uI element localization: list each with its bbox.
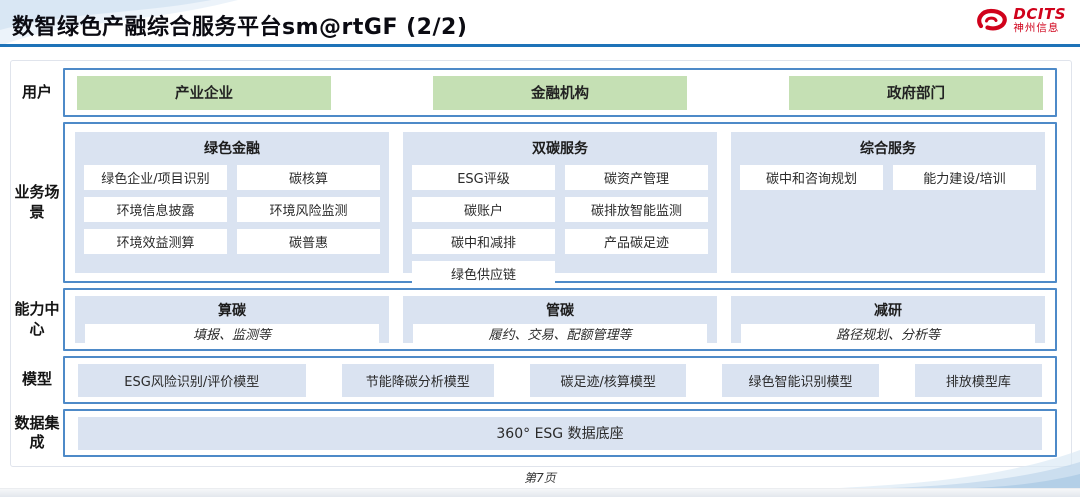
- scenario-item: 绿色企业/项目识别: [84, 165, 227, 190]
- model-item: ESG风险识别/评价模型: [78, 363, 306, 397]
- scenario-items-grid: 碳中和咨询规划 能力建设/培训: [740, 165, 1036, 190]
- scenarios-row: 业务场景 绿色金融 绿色企业/项目识别 碳核算 环境信息披露 环境风险监测 环境…: [11, 122, 1057, 286]
- scenario-item: 碳中和咨询规划: [740, 165, 883, 190]
- scenario-column-title: 绿色金融: [204, 141, 260, 157]
- data-foundation-item: 360° ESG 数据底座: [78, 416, 1042, 450]
- user-item-industry: 产业企业: [77, 75, 332, 110]
- scenario-item: 环境风险监测: [237, 197, 380, 222]
- page-number: 第7页: [524, 471, 556, 485]
- scenarios-row-box: 绿色金融 绿色企业/项目识别 碳核算 环境信息披露 环境风险监测 环境效益测算 …: [63, 122, 1057, 286]
- users-row-label: 用户: [21, 82, 52, 101]
- slide-header: 数智绿色产融综合服务平台sm@rtGF (2/2) DCITS 神州信息: [0, 0, 1080, 47]
- dcits-logo: DCITS 神州信息: [974, 5, 1066, 34]
- scenario-column-comprehensive: 综合服务 碳中和咨询规划 能力建设/培训: [731, 132, 1045, 273]
- models-row-label: 模型: [21, 370, 52, 389]
- scenario-item: 绿色供应链: [412, 261, 555, 286]
- capability-title: 管碳: [546, 303, 574, 319]
- dcits-swirl-icon: [977, 8, 1008, 31]
- models-row: 模型 ESG风险识别/评价模型 节能降碳分析模型 碳足迹/核算模型 绿色智能识别…: [11, 356, 1057, 404]
- scenario-column-green-finance: 绿色金融 绿色企业/项目识别 碳核算 环境信息披露 环境风险监测 环境效益测算 …: [75, 132, 389, 273]
- scenario-column-dual-carbon: 双碳服务 ESG评级 碳资产管理 碳账户 碳排放智能监测 碳中和减排 产品碳足迹…: [403, 132, 717, 286]
- logo-brand: DCITS: [1013, 5, 1066, 24]
- scenario-item: 产品碳足迹: [565, 229, 708, 254]
- title-underline: [0, 44, 1080, 47]
- users-row-box: 产业企业 金融机构 政府部门: [63, 68, 1057, 117]
- capability-desc: 路径规划、分析等: [741, 324, 1035, 343]
- scenario-item: 碳核算: [237, 165, 380, 190]
- user-item-finance: 金融机构: [432, 75, 688, 110]
- model-item: 碳足迹/核算模型: [530, 363, 687, 397]
- scenario-item: 环境效益测算: [84, 229, 227, 254]
- scenario-item: 环境信息披露: [84, 197, 227, 222]
- scenario-item: 能力建设/培训: [893, 165, 1036, 190]
- logo-text: DCITS 神州信息: [1013, 5, 1066, 34]
- data-integration-row-label: 数据集成: [14, 413, 60, 452]
- capability-manage-carbon: 管碳 履约、交易、配额管理等: [403, 296, 717, 343]
- capability-calc-carbon: 算碳 填报、监测等: [75, 296, 389, 343]
- capability-reduction-research: 减研 路径规划、分析等: [731, 296, 1045, 343]
- scenario-item: ESG评级: [412, 165, 555, 190]
- scenario-item: 碳账户: [412, 197, 555, 222]
- scenario-item: 碳普惠: [237, 229, 380, 254]
- scenario-column-title: 双碳服务: [532, 141, 588, 157]
- scenario-column-title: 综合服务: [860, 141, 916, 157]
- page-title: 数智绿色产融综合服务平台sm@rtGF (2/2): [12, 15, 468, 40]
- architecture-diagram: 用户 产业企业 金融机构 政府部门 业务场景 绿色金融 绿色企业/项目识别 碳核…: [10, 60, 1072, 467]
- capabilities-row-label: 能力中心: [14, 300, 60, 338]
- model-item: 绿色智能识别模型: [722, 363, 879, 397]
- scenario-item: 碳资产管理: [565, 165, 708, 190]
- data-integration-row: 数据集成 360° ESG 数据底座: [11, 409, 1057, 457]
- bottom-strip: [0, 488, 1080, 497]
- scenarios-row-label: 业务场景: [14, 183, 60, 221]
- user-item-government: 政府部门: [788, 75, 1043, 110]
- scenario-items-grid: 绿色企业/项目识别 碳核算 环境信息披露 环境风险监测 环境效益测算 碳普惠: [84, 165, 380, 254]
- scenario-items-grid: ESG评级 碳资产管理 碳账户 碳排放智能监测 碳中和减排 产品碳足迹 绿色供应…: [412, 165, 708, 286]
- model-item: 节能降碳分析模型: [341, 363, 494, 397]
- scenario-item: 碳中和减排: [412, 229, 555, 254]
- scenario-item: 碳排放智能监测: [565, 197, 708, 222]
- models-row-box: ESG风险识别/评价模型 节能降碳分析模型 碳足迹/核算模型 绿色智能识别模型 …: [63, 356, 1057, 404]
- capability-desc: 履约、交易、配额管理等: [413, 324, 707, 343]
- capabilities-row: 能力中心 算碳 填报、监测等 管碳 履约、交易、配额管理等 减研 路径规划、分析…: [11, 288, 1057, 351]
- capability-desc: 填报、监测等: [85, 324, 379, 343]
- users-row: 用户 产业企业 金融机构 政府部门: [11, 68, 1057, 117]
- capability-title: 减研: [874, 303, 902, 319]
- logo-company: 神州信息: [1013, 21, 1060, 34]
- data-integration-row-box: 360° ESG 数据底座: [63, 409, 1057, 457]
- capabilities-row-box: 算碳 填报、监测等 管碳 履约、交易、配额管理等 减研 路径规划、分析等: [63, 288, 1057, 351]
- model-item: 排放模型库: [914, 363, 1042, 397]
- capability-title: 算碳: [218, 303, 246, 319]
